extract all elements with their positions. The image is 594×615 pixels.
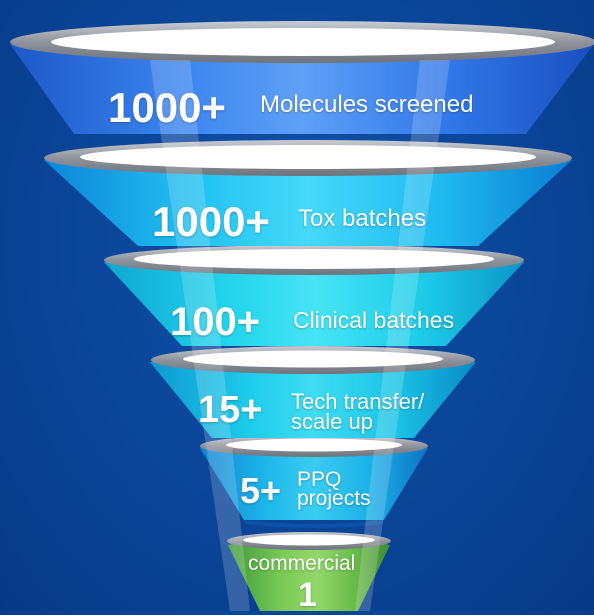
stage-5-label-line1: PPQ <box>297 468 342 491</box>
funnel-stage-molecules <box>10 21 594 134</box>
stage-4-label-line2: scale up <box>291 409 373 434</box>
stage-4-label-line1: Tech transfer/ <box>291 389 425 414</box>
stage-5-label-line2: projects <box>297 487 371 510</box>
stage-1-label: Molecules screened <box>260 91 474 118</box>
funnel-stage-commercial <box>227 532 391 611</box>
stage-3-label: Clinical batches <box>293 307 455 333</box>
stage-2-label: Tox batches <box>298 205 427 232</box>
stage-1-count: 1000+ <box>108 84 226 131</box>
stage-3-count: 100+ <box>170 300 261 344</box>
funnel-stage-ppq <box>200 435 428 528</box>
stage-2-count: 1000+ <box>152 198 270 245</box>
stage-6-label: commercial <box>248 552 356 575</box>
stage-6-count: 1 <box>298 576 317 614</box>
funnel-stage-tech-transfer <box>150 346 476 438</box>
stage-4-count: 15+ <box>198 389 263 431</box>
funnel-stage-tox <box>44 140 572 246</box>
funnel-stage-clinical <box>104 245 524 346</box>
stage-5-count: 5+ <box>240 470 282 511</box>
light-streaks <box>150 60 450 611</box>
